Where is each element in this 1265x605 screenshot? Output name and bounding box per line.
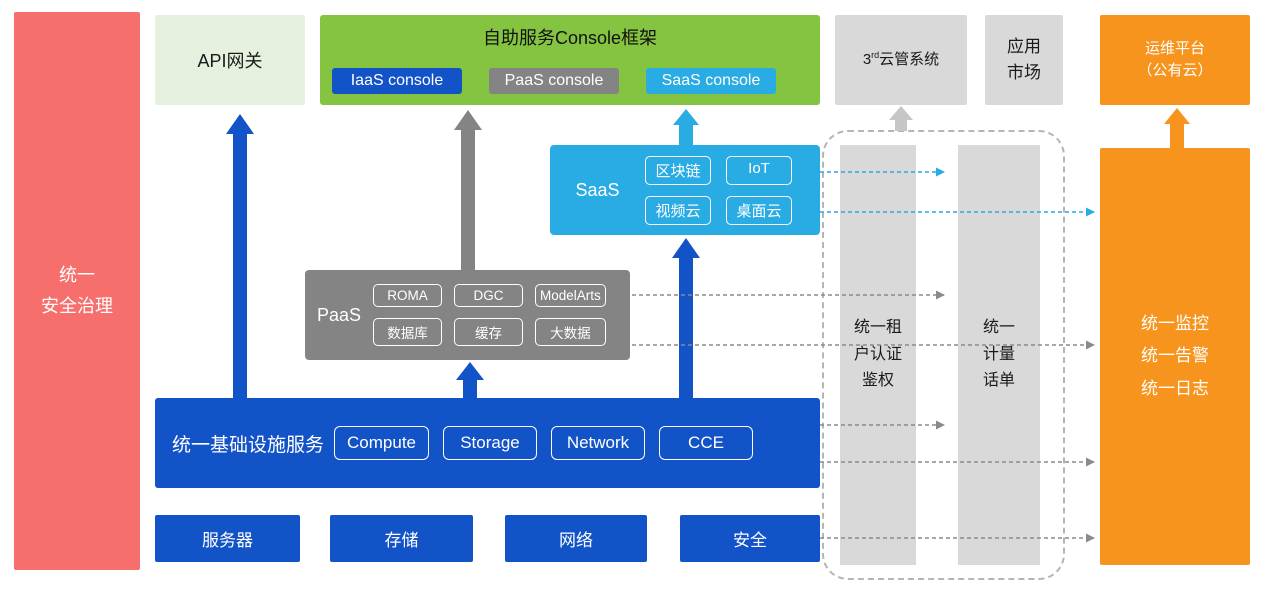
hardware-network-box: 网络 [505, 515, 647, 562]
saas-service-desktop-cloud: 桌面云 [726, 195, 792, 225]
auth-bar-label: 统一租 户认证 鉴权 [853, 319, 902, 390]
saas-layer-box: SaaS 区块链 IoT 视频云 桌面云 [550, 145, 820, 235]
third-party-cloud-num: 3 [862, 50, 872, 68]
paas-service-roma: ROMA [373, 284, 442, 307]
saas-service-video-cloud: 视频云 [645, 195, 711, 225]
saas-services: 区块链 IoT 视频云 桌面云 [645, 155, 792, 225]
console-frame-title: 自助服务Console框架 [482, 28, 658, 48]
app-market-box: 应用 市场 [985, 15, 1063, 105]
infra-service-cce: CCE [659, 426, 753, 460]
paas-services: ROMA DGC ModelArts 数据库 缓存 大数据 [373, 284, 606, 346]
console-frame-box: 自助服务Console框架 IaaS console PaaS console … [320, 15, 820, 105]
om-platform-label: 运维平台 （公有云） [1137, 39, 1213, 80]
hardware-security-box: 安全 [680, 515, 820, 562]
saas-service-iot: IoT [726, 155, 792, 185]
arrow-infra-to-api-gateway [226, 114, 254, 398]
arrow-saas-to-console [673, 109, 699, 145]
infra-service-storage: Storage [443, 426, 537, 460]
paas-service-bigdata: 大数据 [535, 318, 606, 346]
monitoring-label: 统一监控 统一告警 统一日志 [1141, 314, 1209, 398]
third-party-cloud-sup: rd [871, 49, 880, 60]
monitoring-box: 统一监控 统一告警 统一日志 [1100, 148, 1250, 565]
security-governance-label: 统一 安全治理 [41, 265, 113, 316]
third-party-cloud-label: 3rd云管系统 [863, 49, 939, 72]
infra-service-compute: Compute [334, 426, 429, 460]
tenant-services-frame [822, 130, 1065, 580]
third-party-cloud-rest: 云管系统 [879, 50, 940, 68]
infrastructure-services: Compute Storage Network CCE [334, 426, 753, 460]
app-market-label: 应用 市场 [1007, 36, 1041, 82]
arrow-infra-to-paas [456, 362, 484, 398]
saas-service-blockchain: 区块链 [645, 155, 711, 185]
paas-console-button: PaaS console [489, 68, 619, 94]
arrow-paas-to-console [454, 110, 482, 270]
hardware-server-box: 服务器 [155, 515, 300, 562]
third-party-cloud-box: 3rd云管系统 [835, 15, 967, 105]
paas-layer-box: PaaS ROMA DGC ModelArts 数据库 缓存 大数据 [305, 270, 630, 360]
hardware-network-label: 网络 [559, 531, 593, 550]
paas-service-database: 数据库 [373, 318, 442, 346]
iaas-console-button: IaaS console [332, 68, 462, 94]
security-governance-bar: 统一 安全治理 [14, 12, 140, 570]
paas-service-modelarts: ModelArts [535, 284, 606, 307]
metering-bar: 统一 计量 话单 [958, 145, 1040, 565]
hardware-server-label: 服务器 [202, 531, 253, 550]
arrow-infra-to-saas [672, 238, 700, 398]
arrow-frame-to-third-party-cloud [889, 106, 913, 131]
hardware-security-label: 安全 [733, 531, 767, 550]
metering-bar-label: 统一 计量 话单 [982, 319, 1015, 390]
hardware-storage-box: 存储 [330, 515, 473, 562]
infra-service-network: Network [551, 426, 645, 460]
infrastructure-box: 统一基础设施服务 Compute Storage Network CCE [155, 398, 820, 488]
saas-layer-label: SaaS [575, 179, 620, 200]
paas-service-cache: 缓存 [454, 318, 523, 346]
api-gateway-label: API网关 [197, 51, 263, 71]
hardware-storage-label: 存储 [384, 531, 419, 550]
infrastructure-label: 统一基础设施服务 [172, 434, 325, 456]
api-gateway-box: API网关 [155, 15, 305, 105]
paas-layer-label: PaaS [316, 304, 362, 325]
paas-service-dgc: DGC [454, 284, 523, 307]
console-buttons-row: IaaS console PaaS console SaaS console [332, 68, 808, 94]
saas-console-button: SaaS console [646, 68, 776, 94]
om-platform-box: 运维平台 （公有云） [1100, 15, 1250, 105]
arrow-monitoring-to-om-platform [1164, 108, 1190, 148]
auth-bar: 统一租 户认证 鉴权 [840, 145, 916, 565]
